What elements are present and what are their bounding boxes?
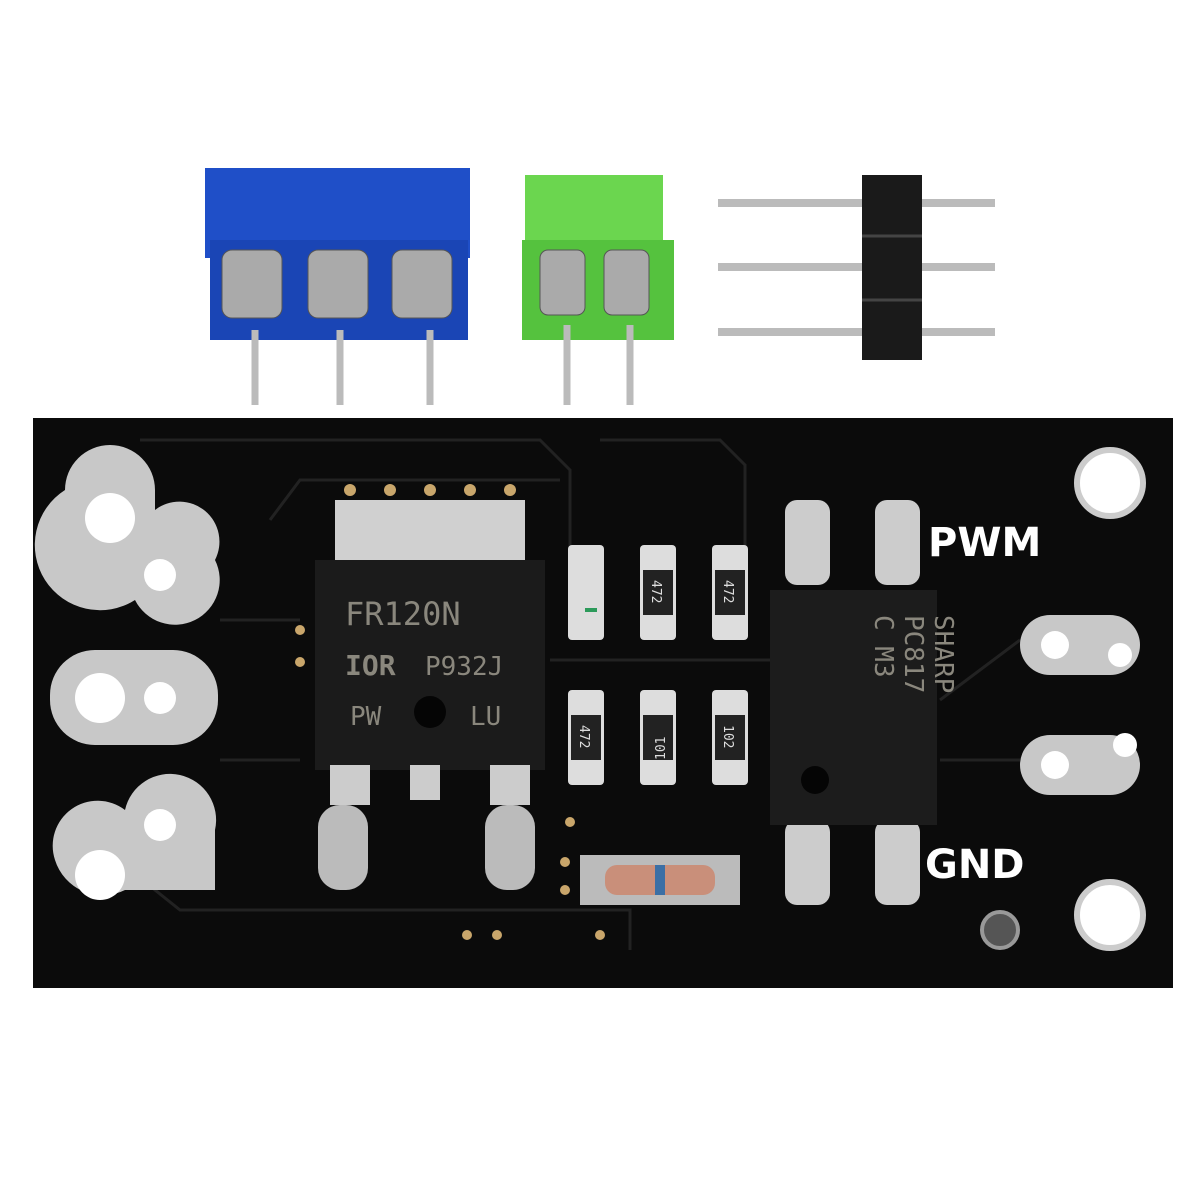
resistor-label: 102 [720, 725, 735, 748]
mosfet-line3-right: LU [470, 702, 501, 732]
opto-line1: C M3 [868, 615, 898, 678]
mosfet-line3-left: PW [350, 702, 382, 732]
blue-terminal-block [205, 168, 470, 405]
resistor-label: 101 [654, 737, 669, 760]
mosfet-date-code: P932J [425, 652, 503, 682]
gnd-label: GND [925, 842, 1025, 888]
ir-logo: IOR [345, 649, 396, 682]
pcb-board [33, 418, 1173, 988]
green-terminal-block [522, 175, 674, 405]
resistor-label: 472 [576, 725, 591, 748]
opto-line2: PC817 [898, 615, 928, 693]
resistor-label: 472 [648, 580, 663, 603]
optocoupler [770, 500, 937, 905]
pin-header [718, 175, 995, 360]
resistor-label: 472 [720, 580, 735, 603]
pwm-label: PWM [928, 520, 1041, 566]
mosfet-part-number: FR120N [345, 595, 461, 633]
mosfet [315, 500, 545, 890]
opto-line3: SHARP [928, 615, 958, 693]
